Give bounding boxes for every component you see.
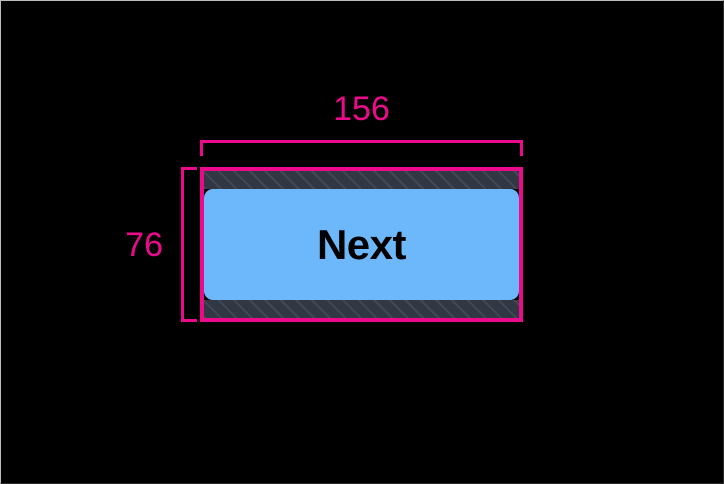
height-dimension-label: 76 — [125, 225, 163, 264]
element-selection-outline: Next — [200, 167, 523, 322]
width-dimension-annotation: 156 — [200, 92, 523, 158]
height-dimension-bracket — [181, 167, 197, 322]
next-button-label: Next — [316, 220, 407, 268]
top-spacing-hatch — [204, 171, 519, 189]
width-dimension-bracket — [200, 140, 523, 156]
width-dimension-label: 156 — [333, 90, 390, 128]
bottom-spacing-hatch — [204, 300, 519, 318]
next-button[interactable]: Next — [204, 189, 519, 300]
height-dimension-annotation: 76 — [125, 167, 197, 322]
